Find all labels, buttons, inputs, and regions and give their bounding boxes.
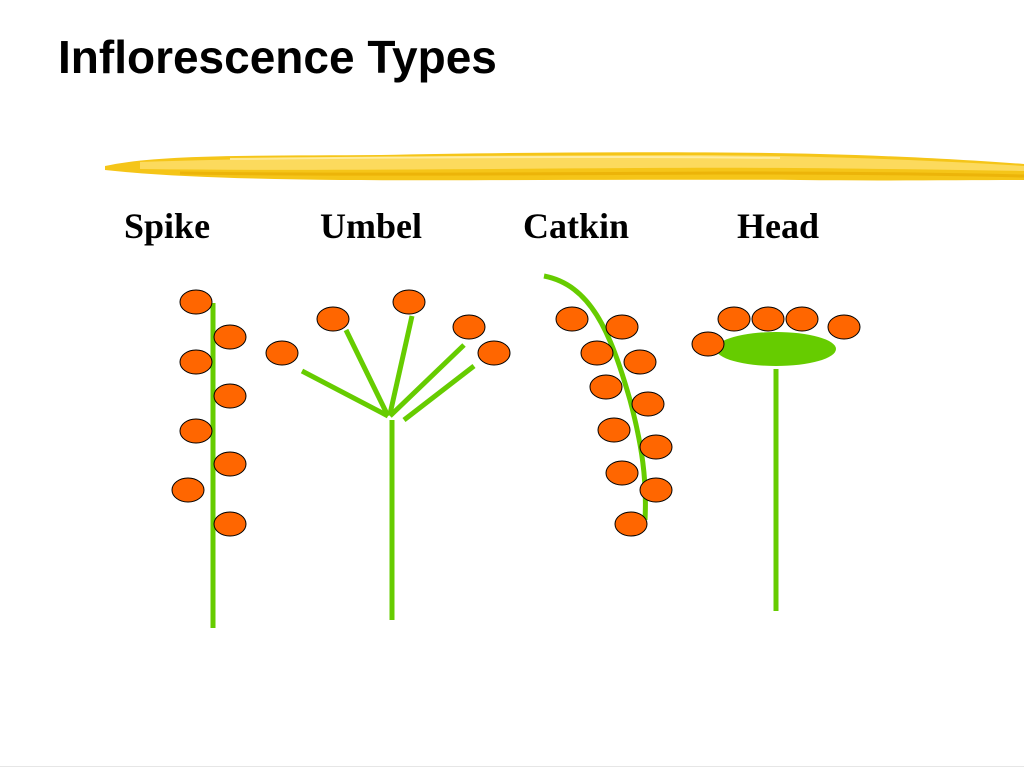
- catkin-flower: [605, 460, 639, 486]
- catkin-flower: [597, 417, 631, 443]
- head-receptacle: [716, 332, 836, 366]
- umbel-ray: [388, 343, 466, 418]
- spike-flower: [171, 477, 205, 503]
- label-catkin: Catkin: [523, 206, 630, 246]
- head-flower: [827, 314, 861, 340]
- head-flowers: [691, 306, 861, 357]
- head-flower: [691, 331, 725, 357]
- catkin-diagram: [543, 273, 673, 537]
- catkin-flower: [623, 349, 657, 375]
- umbel-flower: [477, 340, 511, 366]
- head-diagram: [691, 306, 861, 611]
- catkin-flower: [605, 314, 639, 340]
- title-underline-brush: [105, 152, 1024, 181]
- catkin-flower: [580, 340, 614, 366]
- spike-diagram: [171, 289, 247, 628]
- spike-flower: [213, 511, 247, 537]
- catkin-flower: [555, 306, 589, 332]
- umbel-flower: [265, 340, 299, 366]
- umbel-ray: [402, 364, 476, 422]
- umbel-ray: [387, 315, 415, 415]
- umbel-flower: [452, 314, 486, 340]
- spike-flower: [179, 349, 213, 375]
- catkin-flowers: [555, 306, 673, 537]
- spike-flower: [213, 324, 247, 350]
- umbel-ray: [343, 328, 391, 418]
- catkin-flower: [639, 477, 673, 503]
- spike-flower: [213, 451, 247, 477]
- umbel-flower: [316, 306, 350, 332]
- spike-flower: [179, 289, 213, 315]
- label-umbel: Umbel: [320, 206, 422, 246]
- head-flower: [717, 306, 751, 332]
- footer-divider: [0, 766, 1024, 767]
- umbel-diagram: [265, 289, 511, 620]
- head-flower: [785, 306, 819, 332]
- catkin-flower: [639, 434, 673, 460]
- spike-flower: [179, 418, 213, 444]
- spike-flowers: [171, 289, 247, 537]
- catkin-flower: [614, 511, 648, 537]
- umbel-flower: [392, 289, 426, 315]
- spike-flower: [213, 383, 247, 409]
- umbel-flowers: [265, 289, 511, 366]
- label-head: Head: [737, 206, 820, 246]
- head-flower: [751, 306, 785, 332]
- umbel-ray: [300, 368, 390, 419]
- label-spike: Spike: [124, 206, 211, 246]
- catkin-flower: [589, 374, 623, 400]
- slide-title: Inflorescence Types: [58, 31, 497, 83]
- catkin-flower: [631, 391, 665, 417]
